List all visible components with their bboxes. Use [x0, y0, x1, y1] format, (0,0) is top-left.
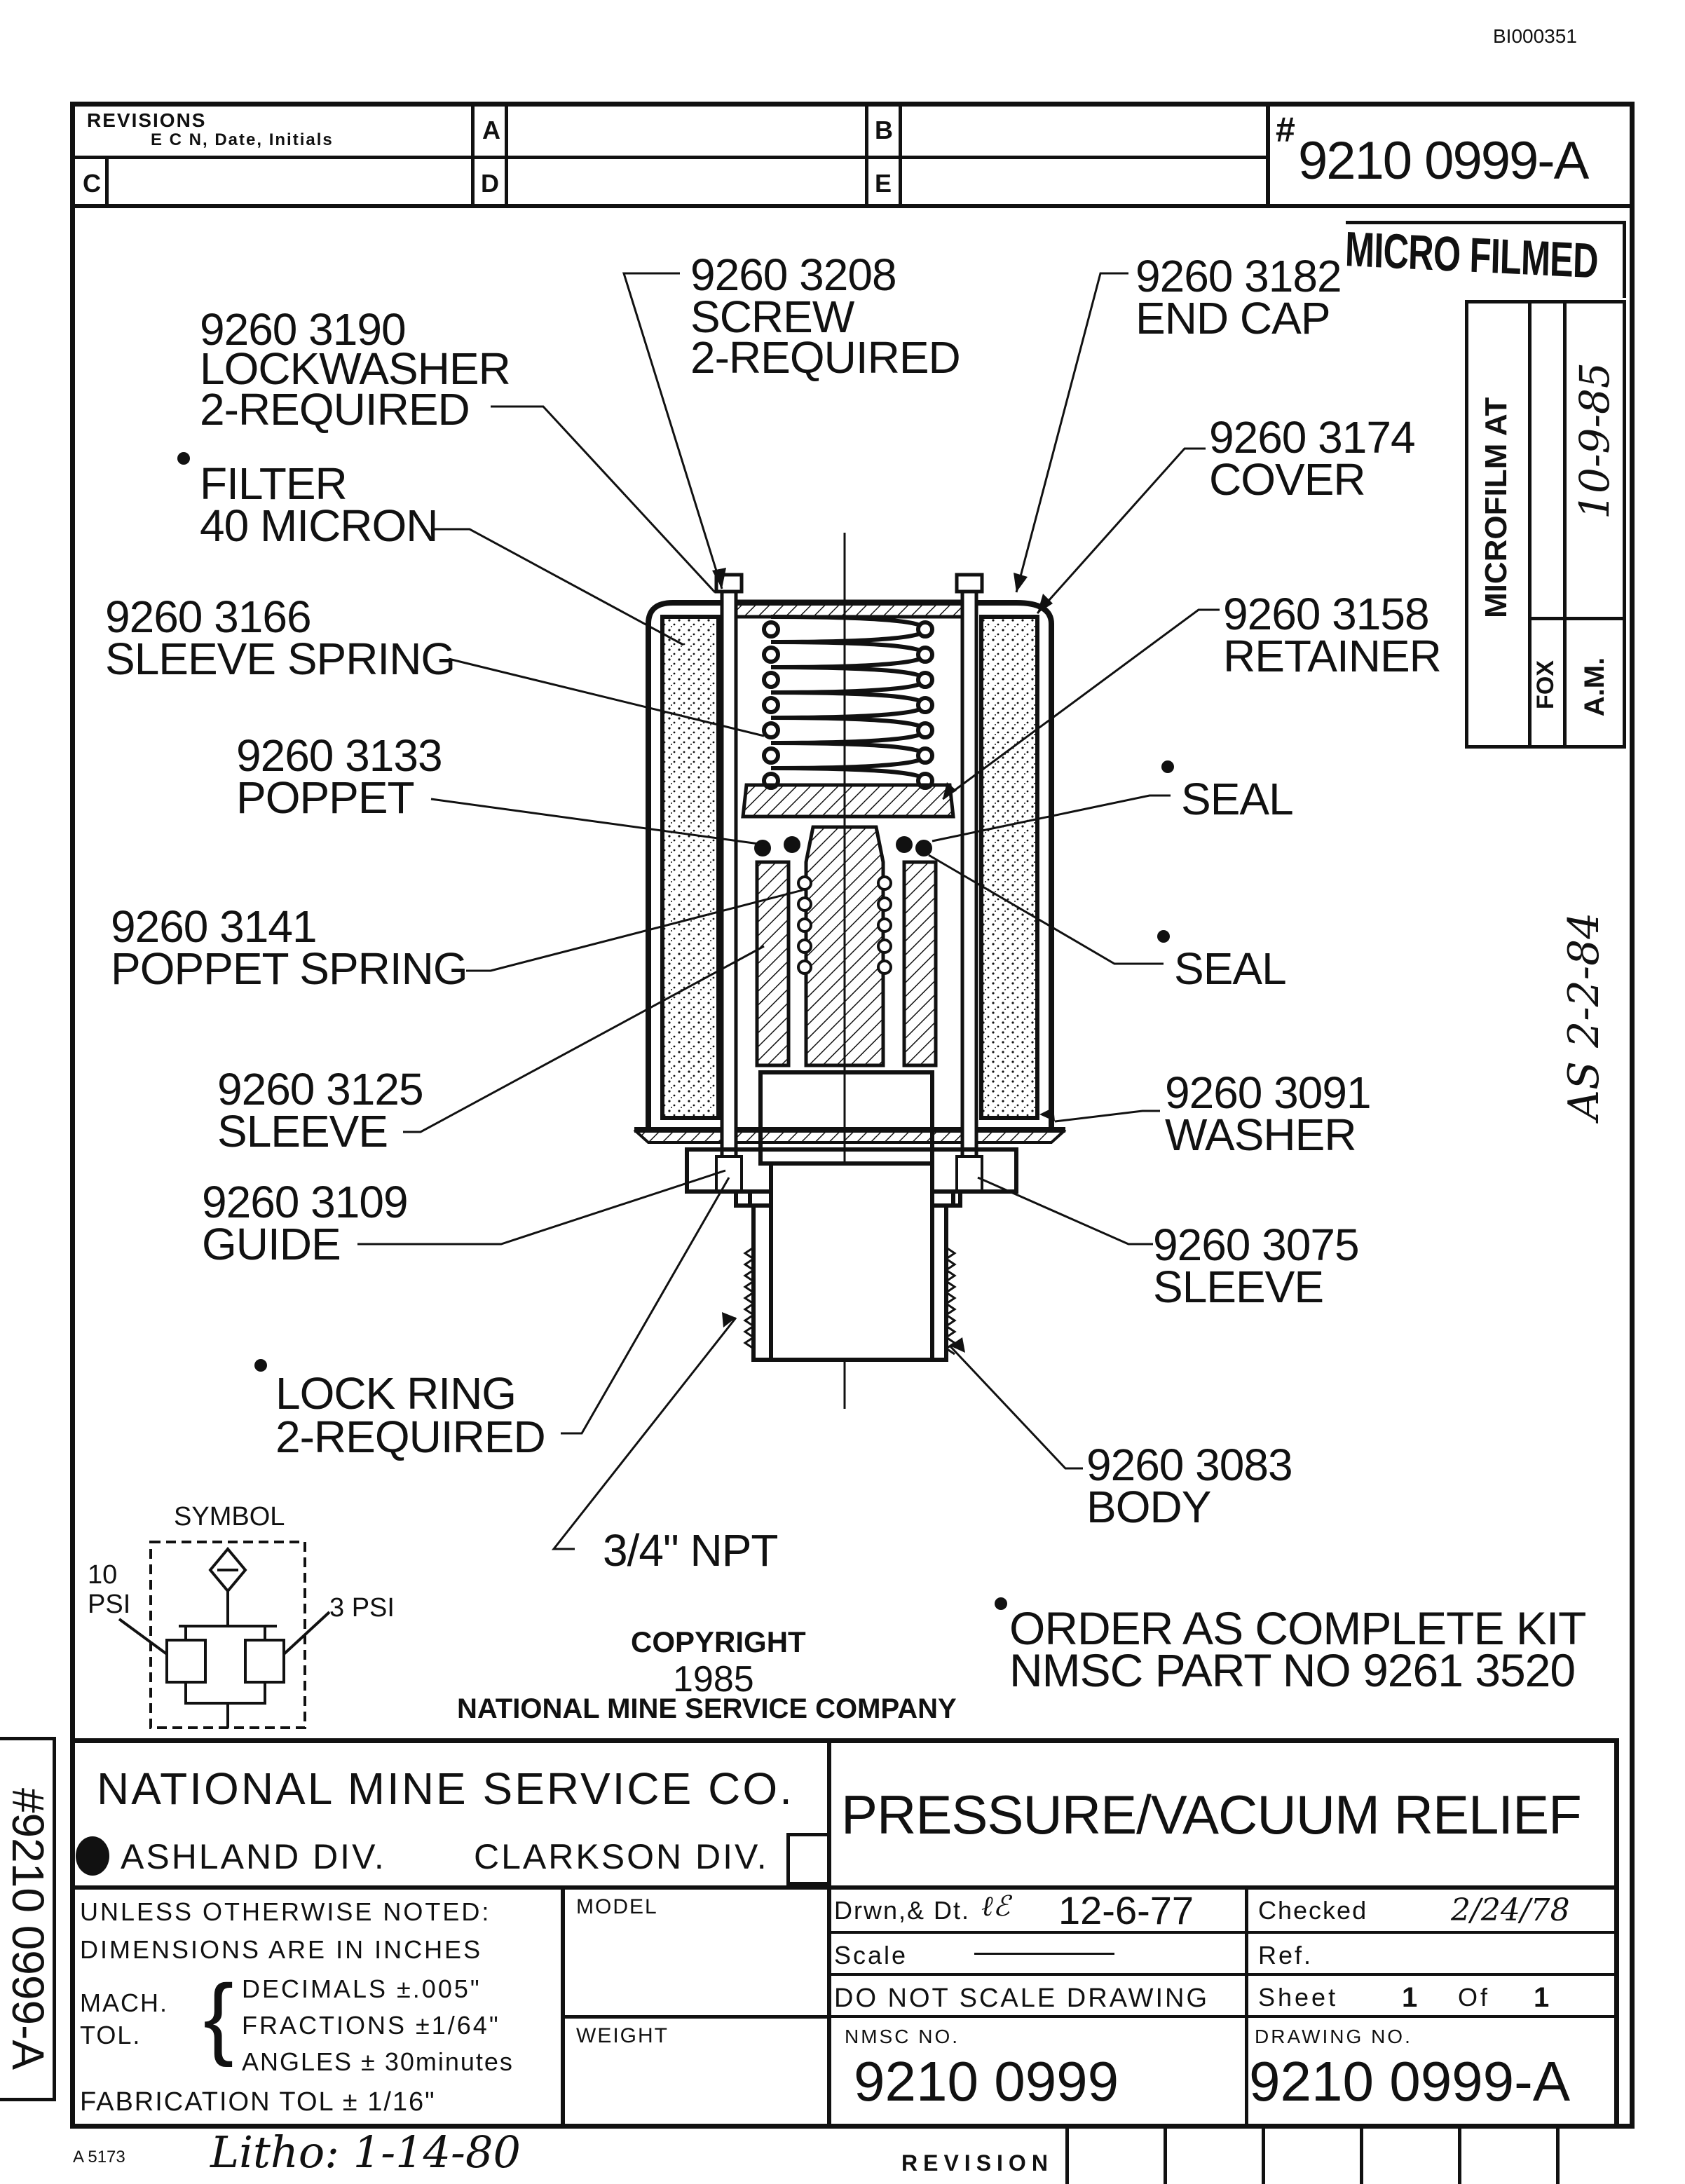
copyright-line-1: COPYRIGHT — [631, 1625, 806, 1658]
rev-cell-d: D — [481, 169, 499, 198]
rev-cell-a: A — [482, 116, 500, 144]
division-clarkson: CLARKSON DIV. — [474, 1837, 769, 1876]
drawn-label: Drwn,& Dt. — [834, 1896, 971, 1925]
side-number: #9210 0999-A — [3, 1787, 53, 2070]
callout-npt: 3/4" NPT — [603, 1525, 778, 1576]
sleeve-spring — [762, 615, 934, 790]
checked-date: 2/24/78 — [1451, 1892, 1570, 1928]
tol-label: TOL. — [80, 2021, 142, 2049]
sheet-label: Sheet — [1258, 1983, 1339, 2012]
symbol-title: SYMBOL — [174, 1502, 285, 1531]
revisions-sub: E C N, Date, Initials — [151, 130, 334, 149]
callout-seal-1: SEAL — [1181, 774, 1294, 824]
drawing-no-value: 9210 0999-A — [1249, 2050, 1571, 2113]
division-ashland: ASHLAND DIV. — [121, 1837, 386, 1876]
fab-tol: FABRICATION TOL ± 1/16" — [80, 2087, 436, 2117]
company-name: NATIONAL MINE SERVICE CO. — [97, 1763, 794, 1814]
tol-angles: ANGLES ± 30minutes — [242, 2047, 514, 2076]
brace: { — [203, 1965, 234, 2068]
callout-seal-2: SEAL — [1174, 943, 1287, 994]
nmsc-no-label: NMSC NO. — [845, 2026, 960, 2047]
callout-bullets — [177, 452, 1174, 1610]
filter-left — [660, 615, 721, 1120]
rev-cell-e: E — [875, 169, 892, 198]
checked-label: Checked — [1258, 1896, 1368, 1925]
rev-cell-c: C — [83, 169, 101, 198]
nmsc-no-value: 9210 0999 — [854, 2050, 1119, 2113]
revisions-header: REVISIONS — [87, 109, 207, 131]
screw-right — [955, 573, 984, 1193]
npt-thread-right — [944, 1246, 957, 1356]
drawing-number-box — [1266, 102, 1635, 208]
copyright-line-3: NATIONAL MINE SERVICE COMPANY — [457, 1693, 957, 1724]
model-label: MODEL — [576, 1895, 658, 1918]
order-note-1: ORDER AS COMPLETE KIT — [1009, 1602, 1586, 1654]
filter-right — [979, 615, 1039, 1120]
document-id: BI000351 — [1493, 25, 1577, 47]
sleeve-inner — [755, 860, 791, 1067]
form-number: A 5173 — [73, 2148, 125, 2166]
sheet-number: 1 — [1402, 1982, 1418, 2013]
poppet — [804, 825, 885, 1067]
tol-fractions: FRACTIONS ±1/64" — [242, 2011, 500, 2040]
scale-value-line — [974, 1953, 1114, 1955]
tol-decimals: DECIMALS ±.005" — [242, 1974, 482, 2003]
ref-label: Ref. — [1258, 1941, 1314, 1970]
screw-left — [714, 573, 744, 1193]
seal-right-2 — [915, 840, 932, 856]
symbol-left-2: PSI — [88, 1590, 131, 1619]
scale-label: Scale — [834, 1941, 908, 1970]
seal-left-2 — [784, 836, 800, 853]
retainer — [741, 783, 955, 819]
unless-note: UNLESS OTHERWISE NOTED: — [80, 1897, 491, 1926]
relief-symbol-schematic — [118, 1541, 331, 1729]
cover — [646, 600, 1054, 1128]
leader-arrows — [712, 568, 1055, 1353]
drawn-initials: ℓℰ — [981, 1890, 1010, 1923]
do-not-scale: DO NOT SCALE DRAWING — [834, 1984, 1210, 2013]
seal-left-1 — [754, 840, 771, 856]
drawing-number-top: 9210 0999-A — [1298, 131, 1589, 191]
dims-note: DIMENSIONS ARE IN INCHES — [80, 1935, 483, 1964]
symbol-right: 3 PSI — [329, 1593, 395, 1623]
revision-footer-label: REVISION — [901, 2150, 1053, 2176]
ashland-checkbox — [76, 1836, 109, 1876]
npt-thread-left — [743, 1246, 756, 1350]
side-number-box — [0, 1737, 56, 2101]
of-number: 1 — [1534, 1982, 1550, 2013]
order-note-2: NMSC PART NO 9261 3520 — [1009, 1644, 1576, 1696]
end-cap — [723, 599, 976, 619]
rev-cell-b: B — [875, 116, 893, 144]
drawing-no-label: DRAWING NO. — [1255, 2026, 1412, 2047]
leader-lines — [357, 272, 1220, 1550]
litho-date: Litho: 1-14-80 — [210, 2127, 521, 2178]
mach-label: MACH. — [80, 1988, 168, 2017]
drawing-title: PRESSURE/VACUUM RELIEF — [841, 1784, 1582, 1845]
drawing-number-hash: # — [1276, 110, 1295, 149]
weight-label: WEIGHT — [576, 2024, 669, 2047]
seal-right-1 — [896, 836, 913, 853]
symbol-left-1: 10 — [88, 1560, 118, 1590]
drawn-date: 12-6-77 — [1058, 1888, 1194, 1932]
of-label: Of — [1458, 1983, 1491, 2012]
copyright-line-2: 1985 — [673, 1659, 754, 1700]
poppet-spring — [797, 875, 892, 975]
